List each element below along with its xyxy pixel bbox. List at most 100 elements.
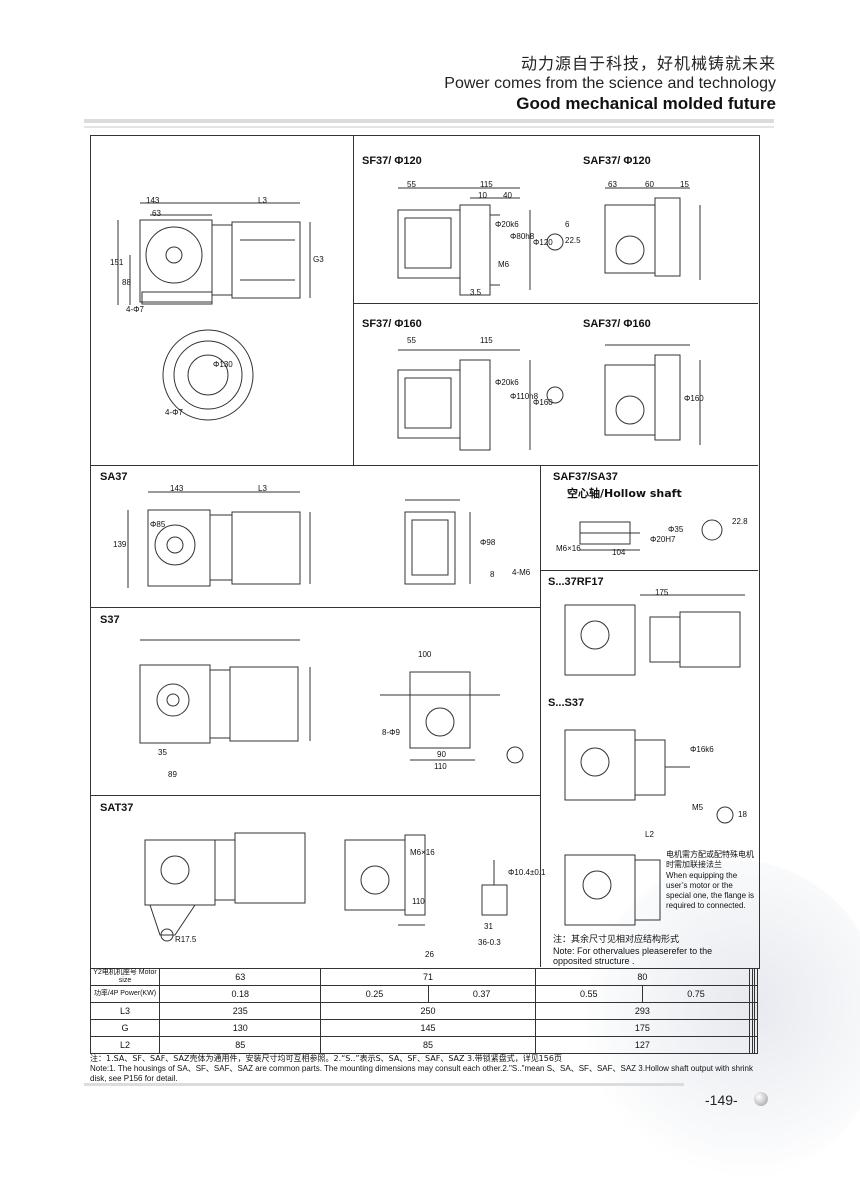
dim-8phi9: 8-Φ9: [382, 728, 400, 737]
dim-175: 175: [655, 588, 669, 597]
power-0-37: 0.37: [427, 985, 536, 1003]
dim-63b: 63: [608, 180, 617, 189]
dim-110: 110: [434, 762, 447, 771]
dim-22-8: 22.8: [732, 517, 748, 526]
label-sf37-160: SF37/ Φ160: [362, 318, 422, 330]
dim-115: 115: [480, 180, 493, 189]
g-80: 175: [534, 1019, 751, 1037]
header-band: [84, 119, 774, 123]
row-l3-label: L3: [90, 1002, 160, 1020]
footnote-en: Note:1. The housings of SA、SF、SAF、SAZ ar…: [90, 1064, 754, 1083]
dim-26: 26: [425, 950, 434, 959]
header-band-thin: [84, 126, 774, 128]
other-note-cn: 注：其余尺寸见相对应结构形式: [553, 935, 680, 945]
dim-36: 36-0.3: [478, 938, 501, 947]
gearbox-drawing-sat37: [144, 832, 508, 942]
dim-l3b: L3: [258, 484, 267, 493]
footnote: 注：1.SA、SF、SAF、SAZ壳体为通用件，安装尺寸均可互相参照。2.“S.…: [90, 1054, 760, 1084]
dim-phi160: Φ160: [533, 398, 553, 407]
header-chinese: 动力源自于科技，好机械铸就未来: [520, 54, 776, 73]
dim-r17-5: R17.5: [175, 935, 197, 944]
motor-size-63: 63: [158, 968, 322, 986]
l2-71: 85: [320, 1036, 536, 1054]
divider-h5: [90, 795, 540, 796]
dim-4phi7: 4-Φ7: [126, 305, 144, 314]
dim-4m6: 4-M6: [512, 568, 531, 577]
gearbox-drawing-s37: [139, 639, 524, 764]
dim-63: 63: [152, 209, 161, 218]
dim-100: 100: [418, 650, 432, 659]
divider-h4: [90, 607, 540, 608]
dim-phi35: Φ35: [668, 525, 684, 534]
dim-g3: G3: [313, 255, 324, 264]
label-s37rf17: S...37RF17: [548, 576, 604, 588]
dim-l2: L2: [645, 830, 654, 839]
dim-phi130: Φ130: [213, 360, 233, 369]
dim-10: 10: [478, 191, 487, 200]
dim-88: 88: [122, 278, 131, 287]
gearbox-drawing-sa37: [127, 491, 471, 588]
dim-115b: 115: [480, 336, 493, 345]
g-63: 130: [158, 1019, 322, 1037]
dim-phi120: Φ120: [533, 238, 553, 247]
dim-phi110h8: Φ110h8: [510, 392, 539, 401]
dim-3-5: 3.5: [470, 288, 482, 297]
motor-size-71: 71: [320, 968, 536, 986]
divider-h1: [353, 303, 758, 304]
divider-h2: [90, 465, 758, 466]
gearbox-drawing-saf37-160: [604, 344, 701, 445]
header-english-1: Power comes from the science and technol…: [444, 75, 776, 92]
dim-143b: 143: [170, 484, 184, 493]
dim-m6x16b: M6×16: [410, 848, 435, 857]
divider-h3: [540, 570, 758, 571]
g-71: 145: [320, 1019, 536, 1037]
dim-phi160b: Φ160: [684, 394, 704, 403]
dim-139: 139: [113, 540, 127, 549]
dim-110b: 110: [412, 897, 425, 906]
page-header: 动力源自于科技，好机械铸就未来 Power comes from the sci…: [444, 50, 776, 114]
dim-151: 151: [110, 258, 124, 267]
l3-71: 250: [320, 1002, 536, 1020]
gearbox-drawing-sf37-120: [397, 187, 564, 296]
label-saf37-120: SAF37/ Φ120: [583, 155, 651, 167]
dim-phi98: Φ98: [480, 538, 496, 547]
power-0-75: 0.75: [641, 985, 751, 1003]
page-dot-icon: [754, 1092, 768, 1106]
motor-size-80: 80: [534, 968, 751, 986]
header-motor-size: Y2电机机座号 Motor size: [90, 968, 160, 986]
header-english-2: Good mechanical molded future: [516, 94, 776, 113]
dim-phi10-4: Φ10.4±0.1: [508, 868, 546, 877]
motor-table: Y2电机机座号 Motor size 63 71 80 功率/4P Power(…: [90, 968, 758, 1054]
dim-phi85: Φ85: [150, 520, 166, 529]
row-l2-label: L2: [90, 1036, 160, 1054]
dim-40: 40: [503, 191, 512, 200]
power-0-25: 0.25: [320, 985, 429, 1003]
dim-104: 104: [612, 548, 626, 557]
label-s37: S37: [100, 614, 120, 626]
hollow-shaft-drawing: [579, 519, 723, 551]
dim-55b: 55: [407, 336, 416, 345]
other-note-en: Note: For othervalues pleaserefer to the…: [553, 946, 713, 966]
l3-63: 235: [158, 1002, 322, 1020]
dim-m6: M6: [498, 260, 510, 269]
footer-band: [84, 1083, 684, 1086]
dim-6: 6: [565, 220, 570, 229]
gearbox-drawing-s-s37: [564, 729, 734, 824]
dim-31: 31: [484, 922, 493, 931]
label-saf37-160: SAF37/ Φ160: [583, 318, 651, 330]
motor-note-cn: 电机需方配或配特殊电机时需加联接法兰: [666, 850, 754, 869]
dim-phi16k6: Φ16k6: [690, 745, 714, 754]
dim-m5: M5: [692, 803, 704, 812]
gearbox-drawing-sf37-160: [397, 349, 564, 451]
dim-60: 60: [645, 180, 654, 189]
label-hollow-shaft: 空心轴/Hollow shaft: [567, 487, 682, 500]
footnote-cn: 注：1.SA、SF、SAF、SAZ壳体为通用件，安装尺寸均可互相参照。2.“S.…: [90, 1054, 562, 1063]
gearbox-drawing-top-left: [117, 202, 311, 421]
label-sf37-120: SF37/ Φ120: [362, 155, 422, 167]
gearbox-drawing-motor-flange: [564, 854, 661, 926]
dim-phi20k6: Φ20k6: [495, 220, 519, 229]
dim-18: 18: [738, 810, 747, 819]
dim-phi80h8: Φ80h8: [510, 232, 535, 241]
label-sat37: SAT37: [100, 802, 134, 814]
dim-15: 15: [680, 180, 689, 189]
